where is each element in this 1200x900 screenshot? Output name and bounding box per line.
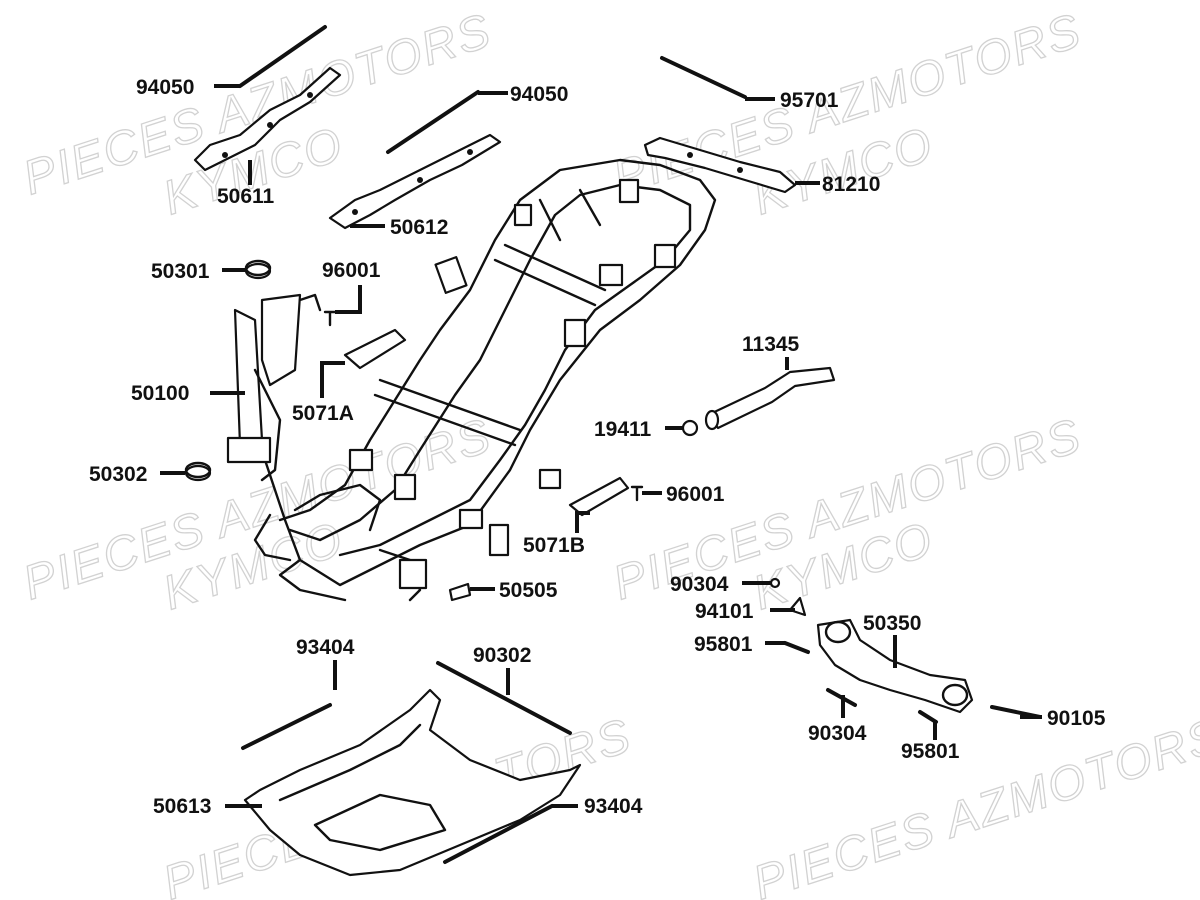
label-94050-b: 94050 xyxy=(510,83,568,106)
rod-95701 xyxy=(660,56,747,99)
label-90302: 90302 xyxy=(473,644,531,667)
label-11345: 11345 xyxy=(742,333,800,356)
label-50302: 50302 xyxy=(89,463,147,486)
rod-94050-a xyxy=(238,25,327,88)
label-96001-b: 96001 xyxy=(666,483,725,506)
watermark-group: PIECES AZMOTORS KYMCO PIECES AZMOTORS KY… xyxy=(16,3,1200,900)
label-50612: 50612 xyxy=(390,216,448,239)
label-81210: 81210 xyxy=(822,173,880,196)
rod-93404-b xyxy=(443,804,554,864)
label-50350: 50350 xyxy=(863,612,921,635)
clip-50505 xyxy=(448,582,472,602)
bracket-81210 xyxy=(643,136,797,194)
label-95801-a: 95801 xyxy=(694,633,753,656)
label-90105: 90105 xyxy=(1047,707,1106,730)
label-96001-a: 96001 xyxy=(322,259,381,282)
bolt-95801-a xyxy=(783,641,810,654)
screw-96001-a xyxy=(323,310,337,327)
pipe-11345 xyxy=(706,366,836,430)
rod-90302 xyxy=(436,661,572,735)
label-94101: 94101 xyxy=(695,600,754,623)
bracket-5071B xyxy=(568,476,630,517)
label-95801-b: 95801 xyxy=(901,740,960,763)
part-labels: 94050 94050 95701 50611 50612 81210 5030… xyxy=(89,76,1106,818)
label-19411: 19411 xyxy=(594,418,652,441)
label-5071B: 5071B xyxy=(523,534,585,557)
clamp-19411 xyxy=(681,419,699,437)
bracket-50612 xyxy=(328,133,502,230)
label-50613: 50613 xyxy=(153,795,211,818)
label-90304-b: 90304 xyxy=(808,722,867,745)
label-95701: 95701 xyxy=(780,89,839,112)
screw-96001-b xyxy=(630,485,644,502)
floor-pan-50613 xyxy=(243,688,582,877)
nut-90304-a xyxy=(769,577,781,589)
bracket-5071A xyxy=(343,328,407,370)
leader-lines xyxy=(160,84,1042,808)
label-50611: 50611 xyxy=(217,185,275,208)
label-50301: 50301 xyxy=(151,260,210,283)
rod-94050-b xyxy=(386,90,480,154)
rod-93404-a xyxy=(241,703,332,750)
label-5071A: 5071A xyxy=(292,402,354,425)
label-93404-a: 93404 xyxy=(296,636,355,659)
label-94050-a: 94050 xyxy=(136,76,194,99)
label-90304-a: 90304 xyxy=(670,573,729,596)
label-93404-b: 93404 xyxy=(584,795,643,818)
label-50100: 50100 xyxy=(131,382,189,405)
bracket-50611 xyxy=(193,66,342,172)
main-frame-drawing xyxy=(226,158,717,602)
label-50505: 50505 xyxy=(499,579,558,602)
